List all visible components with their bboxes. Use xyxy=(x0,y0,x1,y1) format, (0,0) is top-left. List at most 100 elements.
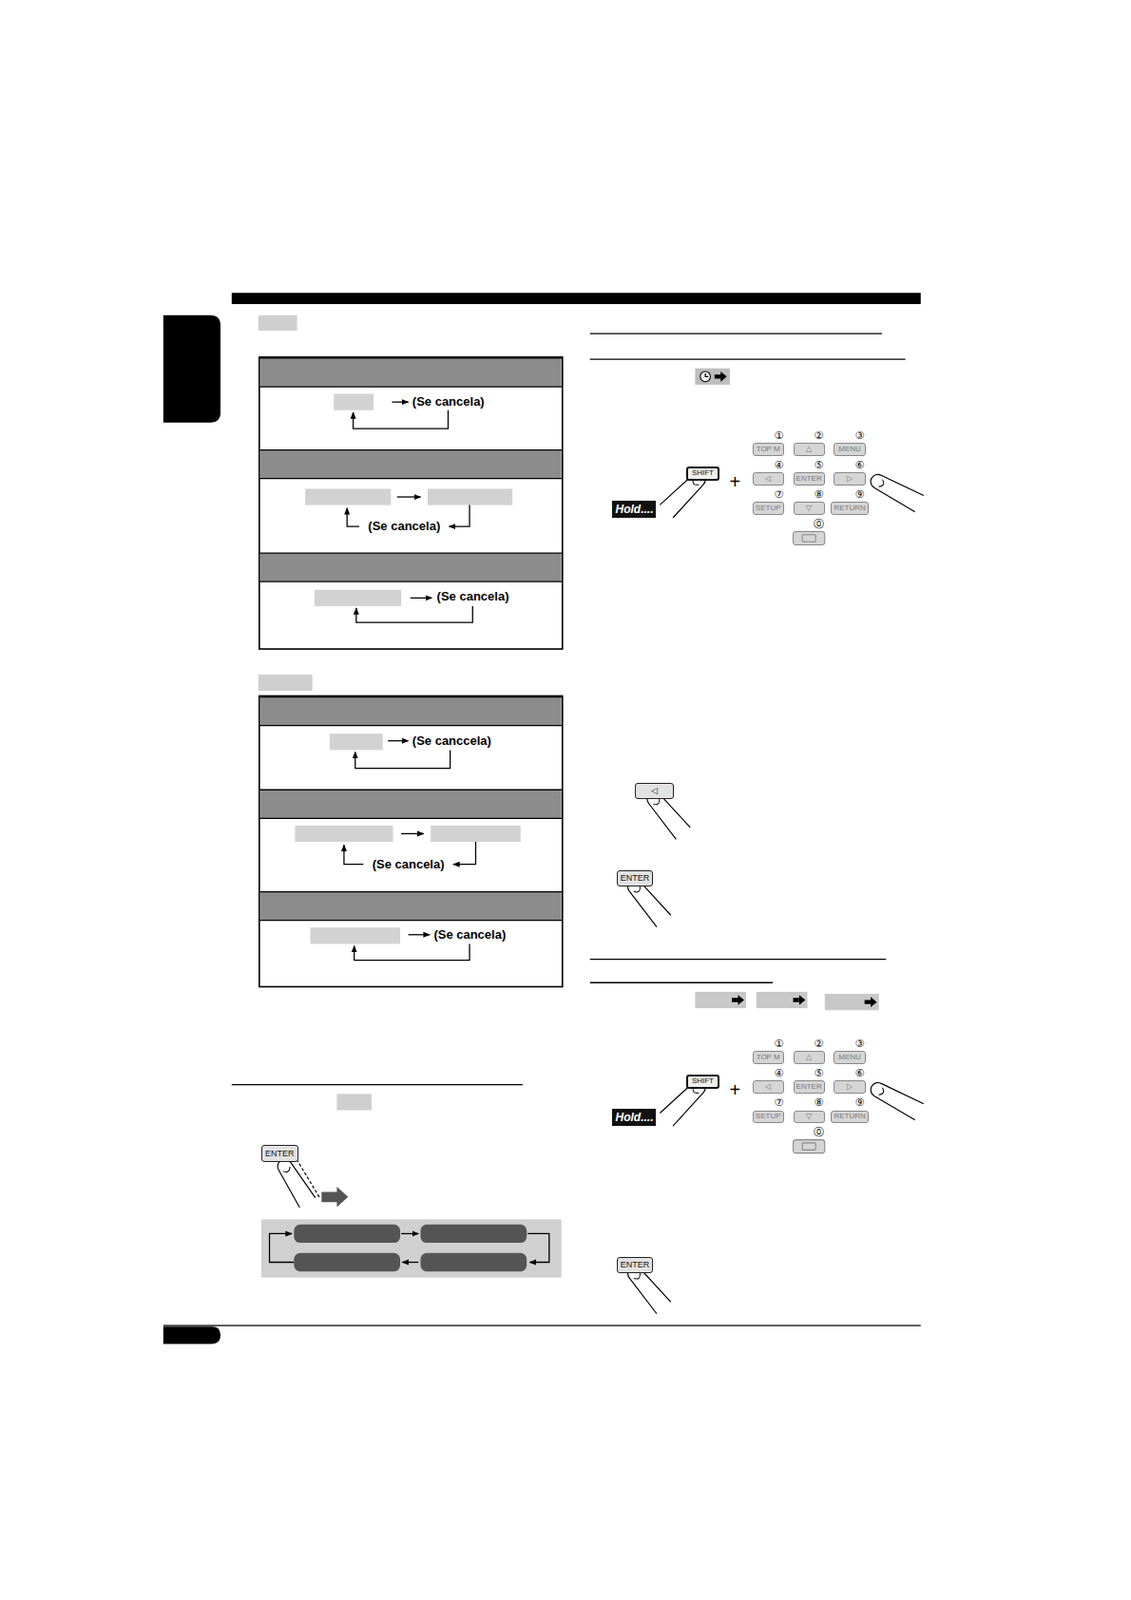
hold-badge: Hold.... xyxy=(612,1109,656,1126)
return-arrow xyxy=(353,410,449,429)
finger-nail xyxy=(633,1273,643,1282)
button-label: ENTER xyxy=(796,1083,823,1092)
callout-number: ① xyxy=(774,428,785,441)
button-label: RETURN xyxy=(833,504,865,513)
remote-button: △ xyxy=(793,442,825,457)
cycle-note: (Se cancela) xyxy=(411,395,486,409)
remote-button: SETUP xyxy=(752,1111,785,1125)
callout-number: ⑨ xyxy=(854,488,864,500)
setting-box xyxy=(430,825,521,843)
callout-number: ④ xyxy=(774,459,785,471)
shift-button: SHIFT xyxy=(686,466,720,481)
table-header-band xyxy=(260,697,562,727)
finger-nail xyxy=(283,1167,292,1174)
finger-nail xyxy=(633,886,643,895)
plus-sign: + xyxy=(728,471,741,493)
source-tag xyxy=(258,674,313,691)
heading-rule xyxy=(590,982,773,984)
remote-button: TOP M xyxy=(752,442,785,457)
flow-arrow xyxy=(387,740,408,742)
button-label: SHIFT xyxy=(691,1077,714,1086)
remote-button: MENU xyxy=(833,1051,865,1065)
button-label: ENTER xyxy=(620,1261,651,1270)
return-arrow xyxy=(453,842,477,865)
icon-arrow xyxy=(793,995,806,1006)
flow-arrow xyxy=(401,833,424,835)
button-label: MENU xyxy=(838,1054,862,1062)
return-arrow xyxy=(449,505,470,528)
remote-button: RETURN xyxy=(830,501,868,516)
header-bar xyxy=(231,292,921,305)
cycle-arrow xyxy=(269,1233,295,1263)
setting-box xyxy=(314,590,402,607)
table-rule xyxy=(259,696,563,698)
button: ◁ xyxy=(634,783,674,800)
setting-box xyxy=(305,488,391,505)
remote-button: ENTER xyxy=(793,1080,825,1094)
button-label: TOP M xyxy=(756,1054,781,1062)
callout-number: ③ xyxy=(854,1037,864,1050)
remote-button: SETUP xyxy=(752,501,785,516)
button-label: SETUP xyxy=(755,1112,782,1121)
return-arrow xyxy=(355,749,451,768)
table-header-band xyxy=(260,358,562,387)
table-rule xyxy=(259,818,563,820)
return-arrow xyxy=(344,844,364,864)
remote-button: MENU xyxy=(833,442,865,457)
display-pill xyxy=(420,1253,527,1272)
cycle-note: (Se cancela) xyxy=(432,928,507,942)
remote-button: ENTER xyxy=(793,472,825,486)
table-rule xyxy=(259,478,563,480)
remote-button: TOP M xyxy=(752,1051,785,1065)
button-label: ▷ xyxy=(846,1083,853,1092)
cycle-note: (Se cancela) xyxy=(366,519,441,534)
button-label: ▽ xyxy=(805,504,812,513)
remote-button: △ xyxy=(793,1051,825,1065)
remote-button: ▽ xyxy=(793,1111,825,1125)
section-rule xyxy=(231,1084,523,1086)
display-cycle-panel xyxy=(261,1219,562,1278)
cycle-arrow xyxy=(401,1233,419,1235)
return-arrow xyxy=(354,943,470,960)
return-arrow xyxy=(356,606,473,623)
finger-nail xyxy=(652,799,662,807)
setting-box xyxy=(309,927,401,944)
table-header-band xyxy=(260,450,562,480)
button-label: ENTER xyxy=(620,874,651,883)
cycle-note: (Se cancela) xyxy=(371,858,446,872)
table-header-band xyxy=(260,789,562,819)
icon-arrow xyxy=(714,371,728,383)
button: ENTER xyxy=(261,1145,299,1163)
callout-number: ④ xyxy=(774,1067,785,1079)
hold-badge: Hold.... xyxy=(612,500,656,518)
shift-button: SHIFT xyxy=(686,1074,720,1090)
button-label: ◁ xyxy=(651,786,658,796)
callout-number: ⑨ xyxy=(854,1096,864,1109)
source-tag xyxy=(258,315,298,331)
finger-nail xyxy=(878,479,885,489)
remote-button: ▷ xyxy=(833,1080,865,1094)
heading-rule xyxy=(590,333,882,335)
plus-sign: + xyxy=(728,1079,741,1101)
table-header-band xyxy=(260,553,562,582)
cycle-note: (Se canccela) xyxy=(411,734,493,748)
return-arrow xyxy=(346,508,360,527)
remote-button: ◁ xyxy=(752,1080,785,1094)
button-label: △ xyxy=(805,1054,812,1062)
finger-outline xyxy=(866,470,923,513)
finger-outline xyxy=(272,1155,315,1208)
button-label: ◁ xyxy=(765,1083,771,1092)
display-pill xyxy=(293,1253,401,1272)
finger-nail xyxy=(878,1088,885,1097)
table-rule xyxy=(259,449,563,451)
icon-tag xyxy=(756,992,808,1009)
remote-button xyxy=(793,1140,825,1154)
callout-number: ② xyxy=(813,428,824,441)
button-label: ENTER xyxy=(796,475,823,483)
button-label: SETUP xyxy=(755,504,782,513)
button-label: ENTER xyxy=(265,1150,295,1159)
setting-box xyxy=(329,733,384,750)
button-label: Hold.... xyxy=(614,503,653,516)
callout-number: ③ xyxy=(854,428,864,441)
callout-number: ⓪ xyxy=(813,517,825,530)
